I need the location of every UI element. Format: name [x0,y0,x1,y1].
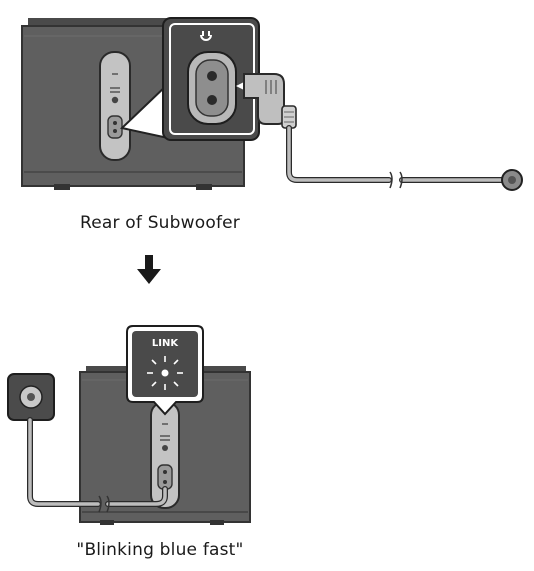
power-inlet-zoom [162,17,260,141]
inlet-pin-top [207,71,217,81]
link-led [161,369,169,377]
caption-blinking-status: "Blinking blue fast" [76,540,244,560]
caption-rear-of-subwoofer: Rear of Subwoofer [79,213,240,233]
subwoofer-foot-left [54,184,70,190]
power-cable-outline [286,125,392,183]
rear-control-panel [99,51,131,161]
inlet-pin-bottom [207,95,217,105]
cable-break-mark [389,171,393,189]
front-power-cable [28,418,100,506]
power-socket-icon [200,31,212,41]
power-inlet-small [107,115,123,139]
down-arrow-icon [137,255,161,284]
blinking-light-icon [147,356,183,390]
subwoofer-foot-right [196,184,212,190]
wall-outlet-icon [7,373,55,421]
link-indicator-callout: LINK [126,325,204,416]
power-cable [287,126,391,182]
subwoofer-top-edge [28,18,238,28]
link-indicator-led [111,96,119,104]
link-label: LINK [152,338,179,349]
